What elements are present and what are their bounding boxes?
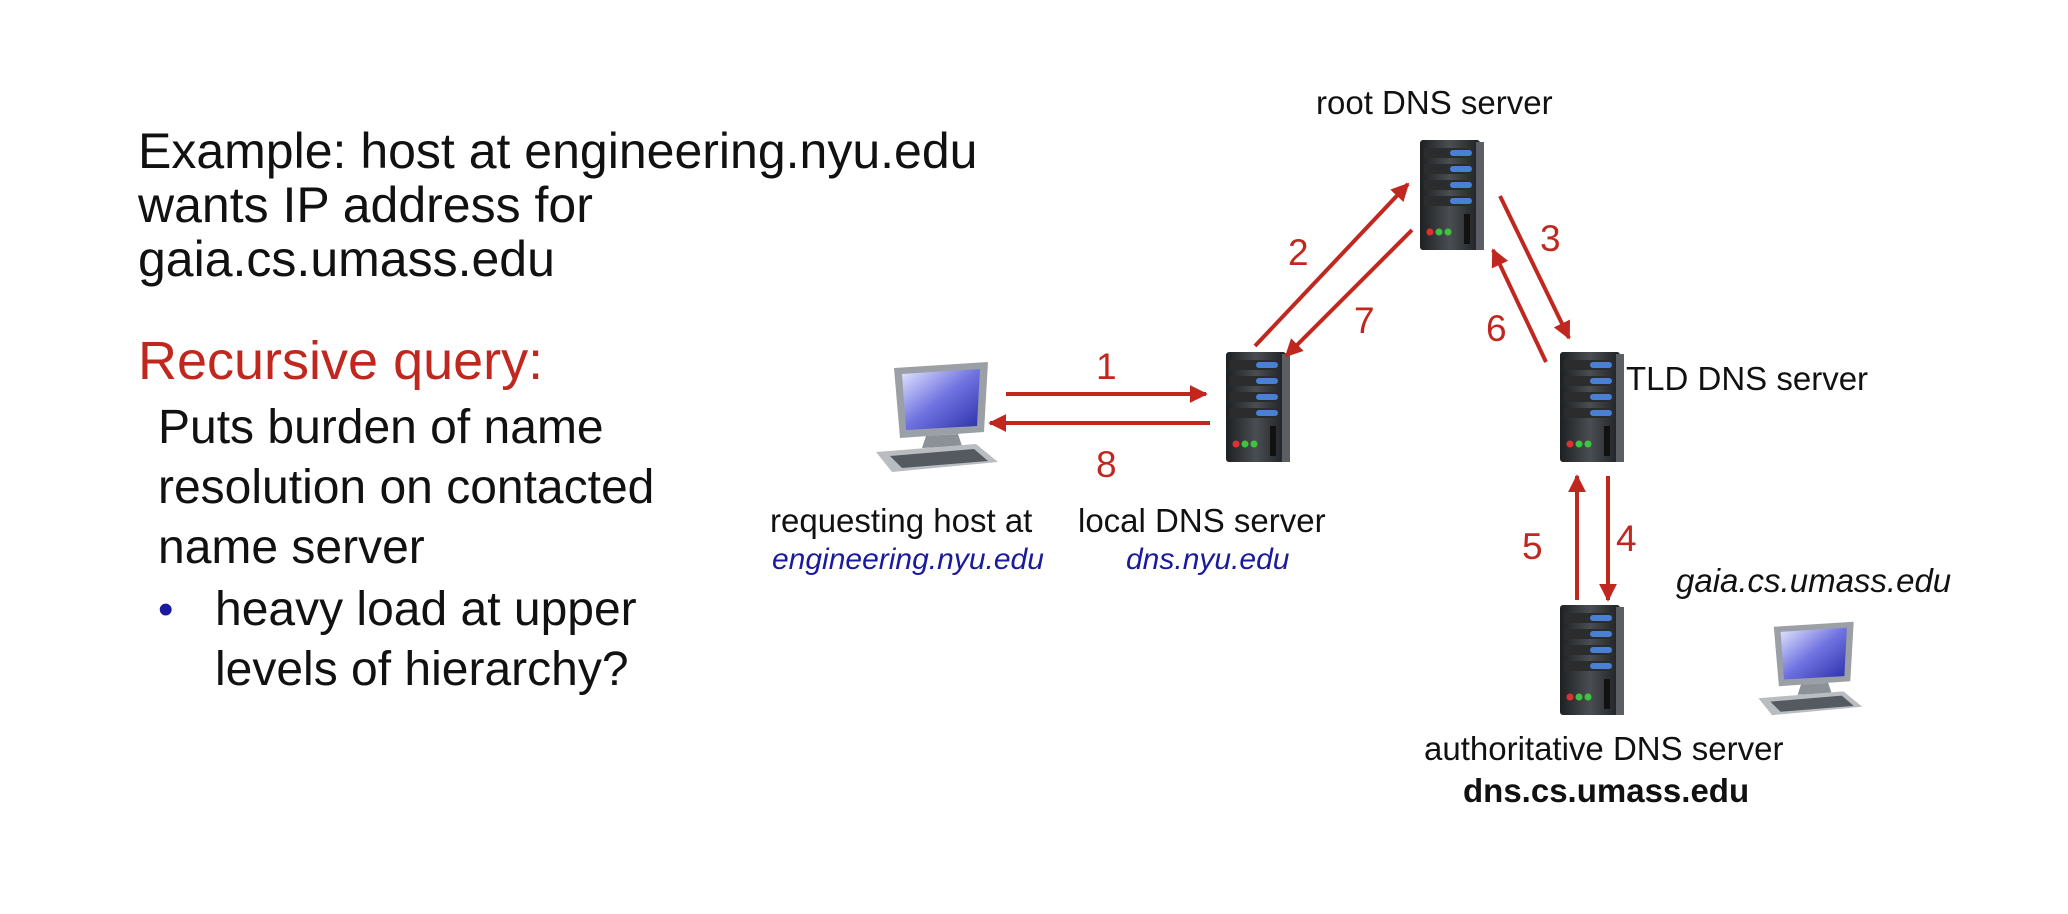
step-number: 7: [1354, 300, 1375, 341]
arrow-step-6: [1491, 248, 1548, 363]
bullet-icon: •: [158, 585, 174, 634]
requesting-host-computer-icon: [876, 362, 998, 472]
local-dns-server-domain: dns.nyu.edu: [1126, 543, 1290, 576]
requesting-host-label: requesting host at: [770, 502, 1033, 539]
step-number: 1: [1096, 346, 1117, 387]
description-line: name server: [158, 521, 425, 574]
bullet-text: heavy load at upper levels of hierarchy?: [215, 580, 637, 700]
authoritative-dns-server-label: authoritative DNS server: [1424, 730, 1784, 767]
root-dns-server-icon: [1420, 140, 1484, 250]
local-dns-server-label: local DNS server: [1078, 502, 1326, 539]
gaia-host-label: gaia.cs.umass.edu: [1676, 562, 1952, 599]
recursive-query-description: Puts burden of name resolution on contac…: [158, 398, 654, 578]
tld-dns-server-icon: [1560, 352, 1624, 462]
requesting-host-domain: engineering.nyu.edu: [772, 543, 1044, 576]
step-number: 4: [1616, 518, 1637, 559]
example-line: wants IP address for: [138, 177, 593, 233]
authoritative-dns-server-domain: dns.cs.umass.edu: [1463, 772, 1750, 809]
arrow-step-7: [1284, 228, 1414, 358]
local-dns-server-icon: [1226, 352, 1290, 462]
authoritative-dns-server-icon: [1560, 605, 1624, 715]
example-line: gaia.cs.umass.edu: [138, 231, 555, 287]
example-description: Example: host at engineering.nyu.edu wan…: [138, 124, 977, 286]
step-number: 2: [1288, 232, 1309, 273]
arrow-step-3: [1498, 195, 1571, 340]
arrow-step-2: [1253, 182, 1410, 348]
step-number: 5: [1522, 526, 1543, 567]
step-number: 6: [1486, 308, 1507, 349]
root-dns-server-label: root DNS server: [1316, 84, 1553, 121]
description-line: resolution on contacted: [158, 461, 655, 514]
bullet-line: heavy load at upper: [215, 583, 637, 636]
gaia-computer-icon: [1758, 621, 1863, 716]
step-number: 8: [1096, 444, 1117, 485]
step-number: 3: [1540, 218, 1561, 259]
tld-dns-server-label: TLD DNS server: [1626, 360, 1869, 397]
description-line: Puts burden of name: [158, 401, 604, 454]
bullet-line: levels of hierarchy?: [215, 643, 629, 696]
recursive-query-heading: Recursive query:: [138, 331, 544, 391]
example-line: Example: host at engineering.nyu.edu: [138, 123, 978, 179]
